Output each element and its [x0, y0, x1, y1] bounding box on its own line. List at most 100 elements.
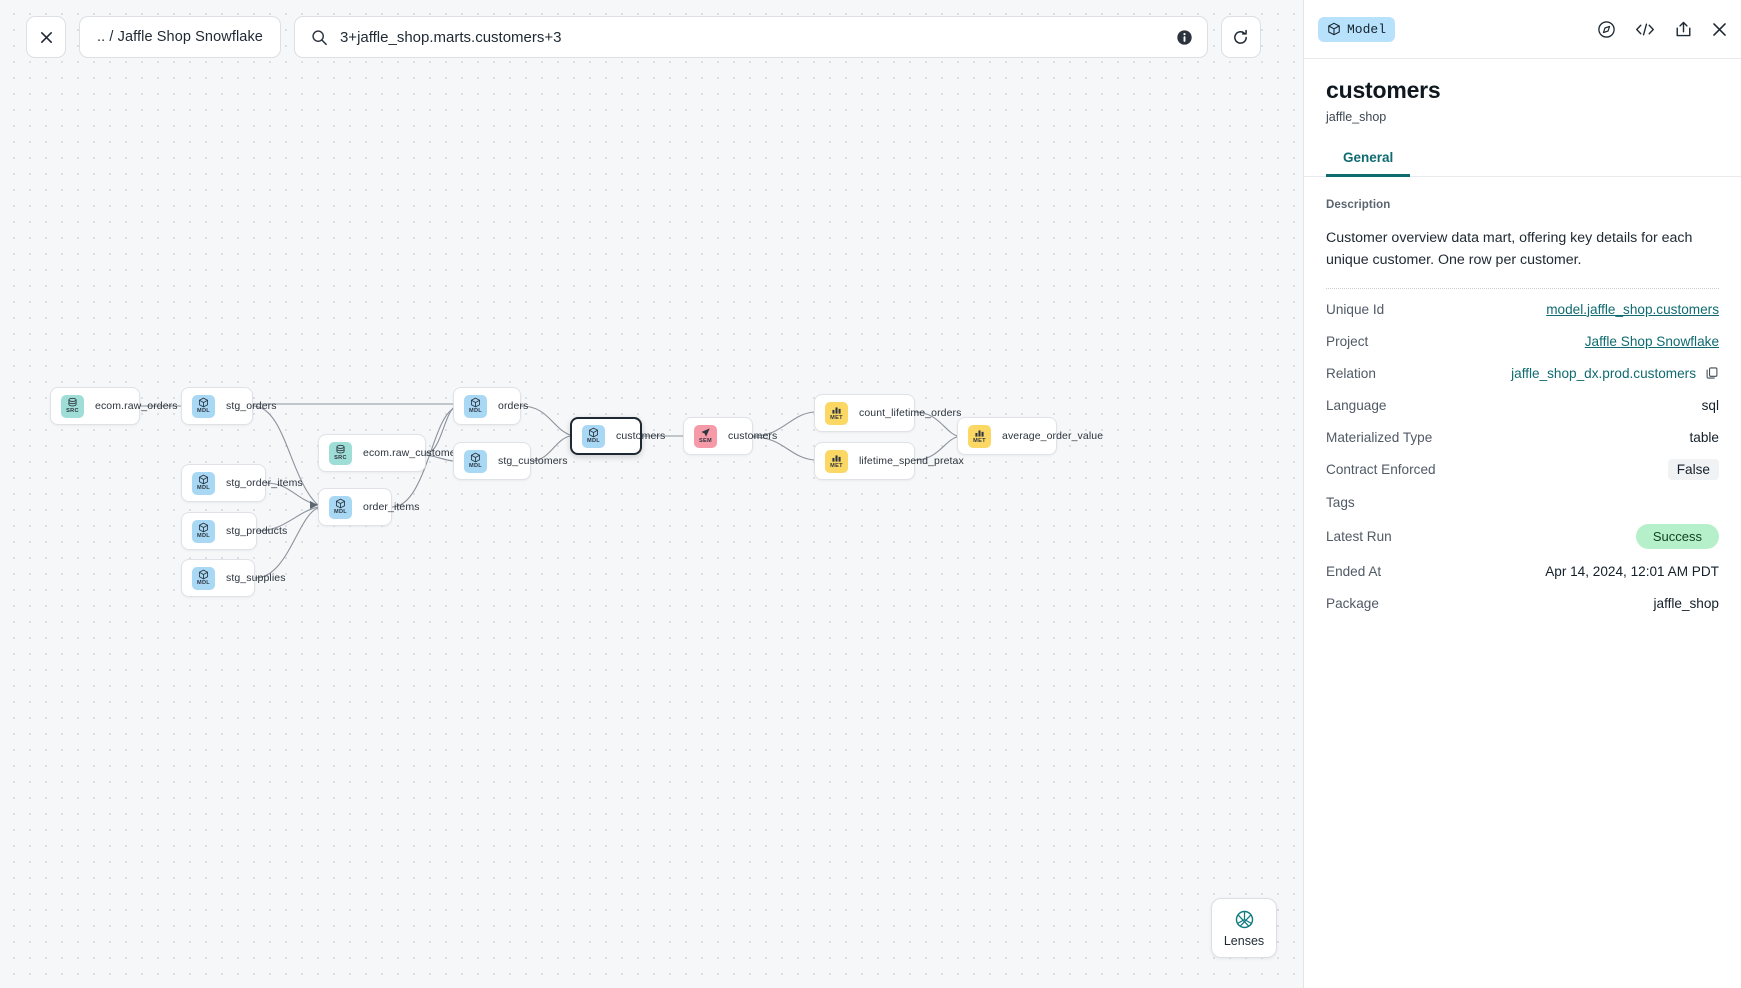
graph-node-lifetime_spend_pretax[interactable]: MET lifetime_spend_pretax: [814, 442, 964, 480]
node-type-badge-mdl-icon: MDL: [464, 394, 487, 418]
node-label: lifetime_spend_pretax: [859, 455, 964, 467]
detail-key: Unique Id: [1326, 301, 1385, 317]
detail-value[interactable]: jaffle_shop_dx.prod.customers: [1511, 365, 1696, 381]
detail-value: False: [1667, 459, 1719, 480]
detail-value-wrap: Success: [1635, 524, 1719, 549]
detail-key: Language: [1326, 397, 1387, 413]
detail-value-wrap: model.jaffle_shop.customers: [1546, 302, 1719, 317]
page-title: customers: [1326, 77, 1441, 103]
detail-key: Package: [1326, 595, 1379, 611]
code-icon[interactable]: [1634, 20, 1656, 39]
detail-key: Contract Enforced: [1326, 462, 1436, 477]
graph-node-ecom_raw_orders[interactable]: SRC ecom.raw_orders: [50, 387, 178, 425]
description-text: Customer overview data mart, offering ke…: [1326, 230, 1693, 268]
node-type-badge-mdl-icon: MDL: [329, 495, 352, 519]
panel-actions: [1597, 20, 1728, 39]
detail-value[interactable]: Jaffle Shop Snowflake: [1584, 333, 1719, 349]
node-label: ecom.raw_customers: [363, 447, 465, 459]
detail-key: Tags: [1326, 494, 1355, 510]
resource-type-chip[interactable]: Model: [1318, 16, 1396, 42]
node-type-badge-met-icon: MET: [825, 449, 848, 473]
lenses-label: Lenses: [1223, 933, 1265, 948]
search-bar[interactable]: [293, 16, 1208, 58]
breadcrumb[interactable]: .. / Jaffle Shop Snowflake: [79, 16, 281, 58]
detail-row: Contract Enforced False: [1326, 453, 1719, 486]
detail-value[interactable]: model.jaffle_shop.customers: [1546, 301, 1719, 317]
node-type-badge-mdl-icon: MDL: [192, 394, 215, 418]
detail-key: Latest Run: [1326, 529, 1392, 544]
detail-value-wrap: jaffle_shop_dx.prod.customers: [1511, 366, 1719, 381]
detail-key: Ended At: [1326, 563, 1382, 579]
detail-value-wrap: Apr 14, 2024, 12:01 AM PDT: [1545, 564, 1719, 579]
canvas-toolbar: .. / Jaffle Shop Snowflake: [26, 16, 1261, 58]
node-type-badge-src-icon: SRC: [61, 394, 84, 418]
detail-value: Apr 14, 2024, 12:01 AM PDT: [1545, 563, 1719, 579]
detail-row: Latest Run Success: [1326, 518, 1719, 555]
node-label: stg_supplies: [226, 572, 286, 584]
node-type-badge-src-icon: SRC: [329, 441, 352, 465]
refresh-button[interactable]: [1220, 16, 1261, 58]
share-icon[interactable]: [1674, 20, 1693, 39]
detail-value-wrap: sql: [1702, 398, 1719, 413]
panel-title-block: customers jaffle_shop: [1304, 59, 1741, 124]
close-icon[interactable]: [1711, 21, 1728, 38]
detail-row: Package jaffle_shop: [1326, 587, 1719, 619]
description-label: Description: [1326, 199, 1391, 211]
graph-node-ecom_raw_customers[interactable]: SRC ecom.raw_customers: [318, 434, 464, 472]
node-label: order_items: [363, 501, 420, 513]
search-input[interactable]: [339, 28, 1164, 46]
info-icon[interactable]: [1176, 29, 1193, 46]
detail-key: Project: [1326, 333, 1369, 349]
detail-row: Language sql: [1326, 389, 1719, 421]
detail-key: Relation: [1326, 365, 1376, 381]
copy-icon[interactable]: [1705, 366, 1719, 380]
tab-general[interactable]: General: [1326, 144, 1411, 177]
panel-body: Description Customer overview data mart,…: [1304, 177, 1741, 988]
node-label: stg_orders: [226, 400, 277, 412]
close-lineage-button[interactable]: [26, 16, 66, 58]
node-type-badge-sem-icon: SEM: [694, 424, 717, 448]
close-icon: [40, 31, 52, 43]
graph-node-customers_model[interactable]: MDL customers: [570, 417, 665, 455]
detail-row: Unique Id model.jaffle_shop.customers: [1326, 293, 1719, 325]
refresh-icon: [1234, 29, 1248, 44]
node-label: ecom.raw_orders: [95, 400, 178, 412]
node-type-badge-mdl-icon: MDL: [582, 424, 605, 448]
detail-row: Project Jaffle Shop Snowflake: [1326, 325, 1719, 357]
resource-type-label: Model: [1347, 21, 1387, 37]
status-badge: Success: [1635, 524, 1719, 549]
lineage-canvas[interactable]: .. / Jaffle Shop Snowflake: [0, 0, 1303, 988]
lenses-button[interactable]: Lenses: [1211, 898, 1277, 958]
detail-value: table: [1689, 429, 1719, 445]
node-label: stg_order_items: [226, 477, 303, 489]
explore-icon[interactable]: [1597, 20, 1616, 39]
node-label: average_order_value: [1002, 430, 1104, 442]
graph-node-orders[interactable]: MDL orders: [453, 387, 528, 425]
node-label: orders: [498, 400, 529, 412]
graph-node-stg_customers[interactable]: MDL stg_customers: [453, 442, 567, 480]
graph-node-order_items[interactable]: MDL order_items: [318, 488, 419, 526]
aperture-icon: [1235, 910, 1253, 928]
divider: [1326, 288, 1719, 289]
node-type-badge-mdl-icon: MDL: [192, 519, 215, 543]
detail-value-wrap: table: [1690, 430, 1719, 445]
node-label: stg_customers: [498, 455, 568, 467]
detail-row: Tags: [1326, 486, 1719, 518]
panel-header: Model: [1304, 0, 1741, 59]
node-type-badge-mdl-icon: MDL: [464, 449, 487, 473]
detail-row: Relation jaffle_shop_dx.prod.customers: [1326, 357, 1719, 389]
graph-node-stg_orders[interactable]: MDL stg_orders: [181, 387, 277, 425]
detail-value-wrap: jaffle_shop: [1653, 596, 1719, 611]
panel-tabs: General: [1304, 144, 1741, 177]
detail-row: Ended At Apr 14, 2024, 12:01 AM PDT: [1326, 555, 1719, 587]
node-label: count_lifetime_orders: [859, 407, 962, 419]
cube-icon: [1328, 22, 1340, 36]
node-label: customers: [616, 430, 666, 442]
